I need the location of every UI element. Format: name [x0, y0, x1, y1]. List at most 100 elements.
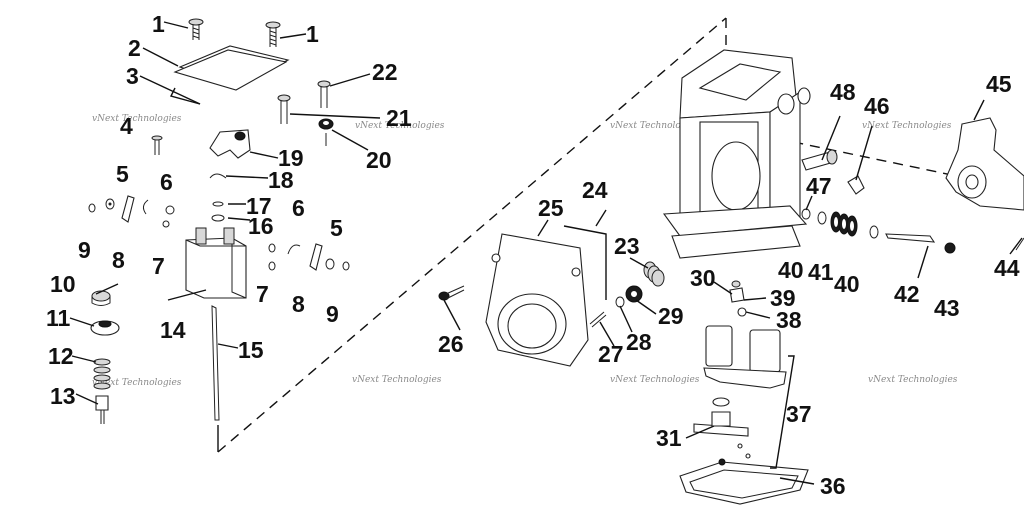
- pin-part-16: [211, 214, 225, 222]
- part-label-13: 13: [50, 383, 76, 409]
- part-label-22: 22: [372, 59, 398, 85]
- seal-part-29: [625, 285, 643, 303]
- rod-part-24: [563, 225, 607, 300]
- part-label-19: 19: [278, 145, 304, 171]
- part-label-44: 44: [994, 255, 1020, 281]
- part-label-46: 46: [864, 93, 890, 119]
- pin-part-17: [212, 201, 224, 207]
- needle-part-42: [885, 233, 936, 243]
- part-label-45: 45: [986, 71, 1012, 97]
- plug-part-46: [847, 175, 865, 195]
- part-label-16: 16: [248, 213, 274, 239]
- gasket: [169, 87, 201, 105]
- part-label-2: 2: [128, 35, 141, 61]
- watermark-text: vNext Technologies: [92, 378, 182, 388]
- washer-part-40a: [817, 211, 827, 225]
- part-label-30: 30: [690, 265, 716, 291]
- part-label-10: 10: [50, 271, 76, 297]
- part-label-9a: 9: [78, 237, 91, 263]
- linkage-left: [88, 195, 175, 228]
- screw-part-1a: [188, 18, 204, 40]
- watermark-text: vNext Technologies: [610, 375, 700, 385]
- part-label-8b: 8: [292, 291, 305, 317]
- part-label-1b: 1: [306, 21, 319, 47]
- part-label-3: 3: [126, 63, 139, 89]
- part-label-7b: 7: [256, 281, 269, 307]
- part-label-28: 28: [626, 329, 652, 355]
- part-label-4: 4: [120, 113, 133, 139]
- part-label-20: 20: [366, 147, 392, 173]
- part-label-5b: 5: [330, 215, 343, 241]
- screw-part-26: [438, 285, 465, 301]
- part-label-43: 43: [934, 295, 960, 321]
- part-label-29: 29: [658, 303, 684, 329]
- cover-plate-body: [173, 49, 288, 91]
- clip-part-18: [209, 173, 227, 179]
- screw-part-22: [317, 80, 331, 108]
- watermark-text: vNext Technologies: [862, 121, 952, 131]
- part-label-17: 17: [246, 193, 272, 219]
- float-assembly: [703, 325, 787, 389]
- watermark-text: vNext Technologies: [610, 121, 700, 131]
- watermarks: vNext Technologies vNext Technologies vN…: [92, 114, 958, 388]
- spring-part-12: [93, 358, 111, 390]
- part-label-21: 21: [386, 105, 412, 131]
- part-label-31: 31: [656, 425, 682, 451]
- part-label-11: 11: [46, 305, 71, 331]
- part-label-40a: 40: [778, 257, 804, 283]
- nut-part-20: [318, 118, 334, 146]
- part-label-25: 25: [538, 195, 564, 221]
- float-part-14: [185, 227, 247, 299]
- part-label-39: 39: [770, 285, 796, 311]
- spring-part-23: [643, 261, 665, 287]
- pin-part-27: [589, 311, 607, 328]
- washer-part-47: [801, 208, 811, 220]
- center-parts: [438, 225, 665, 367]
- assembly-line-diagonal: [217, 17, 727, 453]
- bowl-gasket-part-36: [679, 458, 809, 505]
- watermark-text: vNext Technologies: [868, 375, 958, 385]
- right-parts: [801, 117, 1024, 254]
- part-label-6b: 6: [292, 195, 305, 221]
- part-label-36: 36: [820, 473, 846, 499]
- fitting-part-48: [801, 149, 838, 171]
- washer-part-28: [615, 296, 625, 308]
- part-label-9b: 9: [326, 301, 339, 327]
- screw-part-21: [277, 94, 291, 124]
- part-label-40b: 40: [834, 271, 860, 297]
- carburetor-body: [662, 49, 811, 259]
- part-label-8a: 8: [112, 247, 125, 273]
- part-label-6a: 6: [160, 169, 173, 195]
- bracket-part-19: [209, 129, 251, 159]
- part-label-1a: 1: [152, 11, 165, 37]
- part-label-42: 42: [894, 281, 920, 307]
- part-label-47: 47: [806, 173, 832, 199]
- part-label-7a: 7: [152, 253, 165, 279]
- fitting-part-38: [737, 307, 747, 317]
- part-label-27: 27: [598, 341, 624, 367]
- part-44-stub: [1015, 237, 1024, 251]
- part-label-48: 48: [830, 79, 856, 105]
- fitting-part-39: [729, 280, 745, 303]
- washer-part-40b: [869, 225, 879, 239]
- lever-part-45: [945, 117, 1024, 211]
- part-label-38: 38: [776, 307, 802, 333]
- part-label-23: 23: [614, 233, 640, 259]
- linkage-right: [268, 243, 350, 271]
- watermark-text: vNext Technologies: [355, 121, 445, 131]
- leader-lines: [69, 21, 1023, 485]
- needle-part-15: [211, 305, 220, 421]
- ball-part-43: [944, 242, 956, 254]
- left-parts: [88, 18, 350, 424]
- part-label-24: 24: [582, 177, 608, 203]
- cap-part-10: [91, 290, 111, 306]
- valve-part-31: [693, 397, 751, 459]
- part-label-41: 41: [808, 259, 834, 285]
- watermark-text: vNext Technologies: [352, 375, 442, 385]
- part-label-15: 15: [238, 337, 264, 363]
- watermark-text: vNext Technologies: [92, 114, 182, 124]
- screw-part-4: [151, 135, 163, 155]
- part-label-12: 12: [48, 343, 74, 369]
